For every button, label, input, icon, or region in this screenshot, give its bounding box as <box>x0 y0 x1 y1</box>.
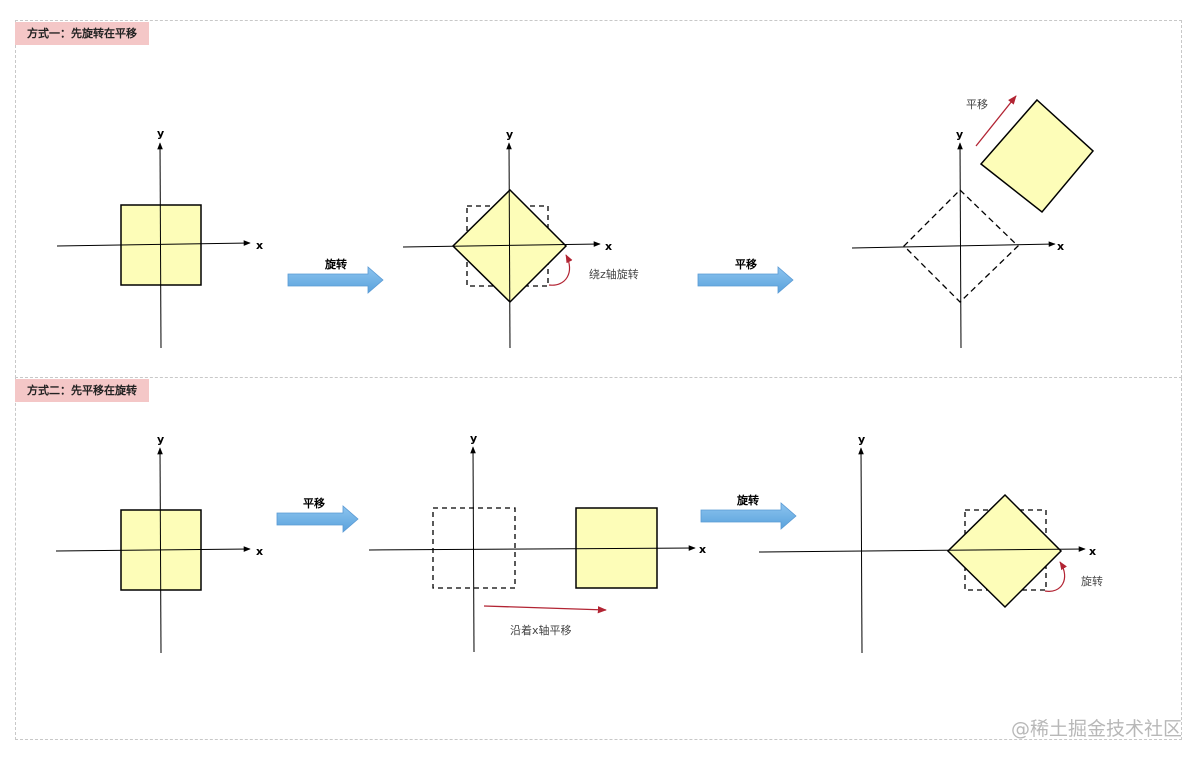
rotate-step-arrow-2: 旋转 <box>700 493 797 530</box>
row2-original-diagram: x y <box>55 433 263 654</box>
translate-along-x-label: 沿着x轴平移 <box>510 623 572 637</box>
x-axis <box>56 240 251 247</box>
y-axis <box>858 447 864 654</box>
rotate-step-label: 旋转 <box>324 257 347 271</box>
rotated-square <box>946 493 1063 609</box>
y-axis <box>157 447 163 654</box>
y-axis <box>957 142 963 349</box>
translate-step-arrow-2: 平移 <box>276 496 359 533</box>
y-axis-label: y <box>506 128 513 141</box>
big-arrow-shape <box>276 505 359 533</box>
row1-original-diagram: x y <box>56 127 263 349</box>
section-panel-1 <box>15 20 1182 378</box>
translate-small-label: 平移 <box>966 98 988 111</box>
rotate-step-arrow: 旋转 <box>287 257 384 294</box>
big-arrow-shape <box>700 502 797 530</box>
translate-step-arrow: 平移 <box>697 257 794 294</box>
x-axis <box>368 545 696 551</box>
y-axis-label: y <box>157 127 164 140</box>
section-label-1: 方式一：先旋转在平移 <box>15 22 149 45</box>
y-axis <box>470 446 476 653</box>
x-axis <box>758 546 1086 553</box>
y-axis-label: y <box>470 432 477 445</box>
watermark: @稀土掘金技术社区 <box>1010 718 1182 740</box>
rotate-small-label: 旋转 <box>1081 574 1103 588</box>
x-axis <box>402 241 601 248</box>
y-axis-label: y <box>956 128 963 141</box>
row2-rotated-diagram: x y 旋转 <box>758 433 1103 654</box>
x-axis-label: x <box>1057 240 1064 253</box>
y-axis-label: y <box>157 433 164 446</box>
x-axis-label: x <box>1089 545 1096 558</box>
big-arrow-shape <box>287 266 384 294</box>
moved-square <box>979 98 1095 214</box>
big-arrow-shape <box>697 266 794 294</box>
translate-step-label: 平移 <box>735 257 757 271</box>
rotate-around-z-label: 绕z轴旋转 <box>589 267 639 281</box>
translate-step-label: 平移 <box>303 496 325 510</box>
rotation-curve-arrow <box>548 254 573 286</box>
x-axis-label: x <box>256 545 263 558</box>
row2-translated-diagram: x y 沿着x轴平移 <box>368 432 706 653</box>
rotate-step-label: 旋转 <box>736 493 759 507</box>
y-axis <box>157 142 163 349</box>
x-axis <box>55 546 251 552</box>
x-axis-label: x <box>256 239 263 252</box>
x-axis-label: x <box>699 543 706 556</box>
row1-rotated-diagram: x y 绕z轴旋转 <box>402 128 639 349</box>
translate-direction-arrow <box>483 605 607 614</box>
y-axis <box>506 142 512 349</box>
dashed-rotated-square <box>903 189 1019 303</box>
y-axis-label: y <box>858 433 865 446</box>
rotation-curve-arrow <box>1044 561 1067 592</box>
translate-direction-arrow <box>975 95 1017 147</box>
section-label-2: 方式二：先平移在旋转 <box>15 379 149 402</box>
x-axis-label: x <box>605 240 612 253</box>
section-panel-2 <box>15 378 1182 740</box>
row1-translated-diagram: x y 平移 <box>851 95 1095 349</box>
x-axis <box>851 241 1056 249</box>
